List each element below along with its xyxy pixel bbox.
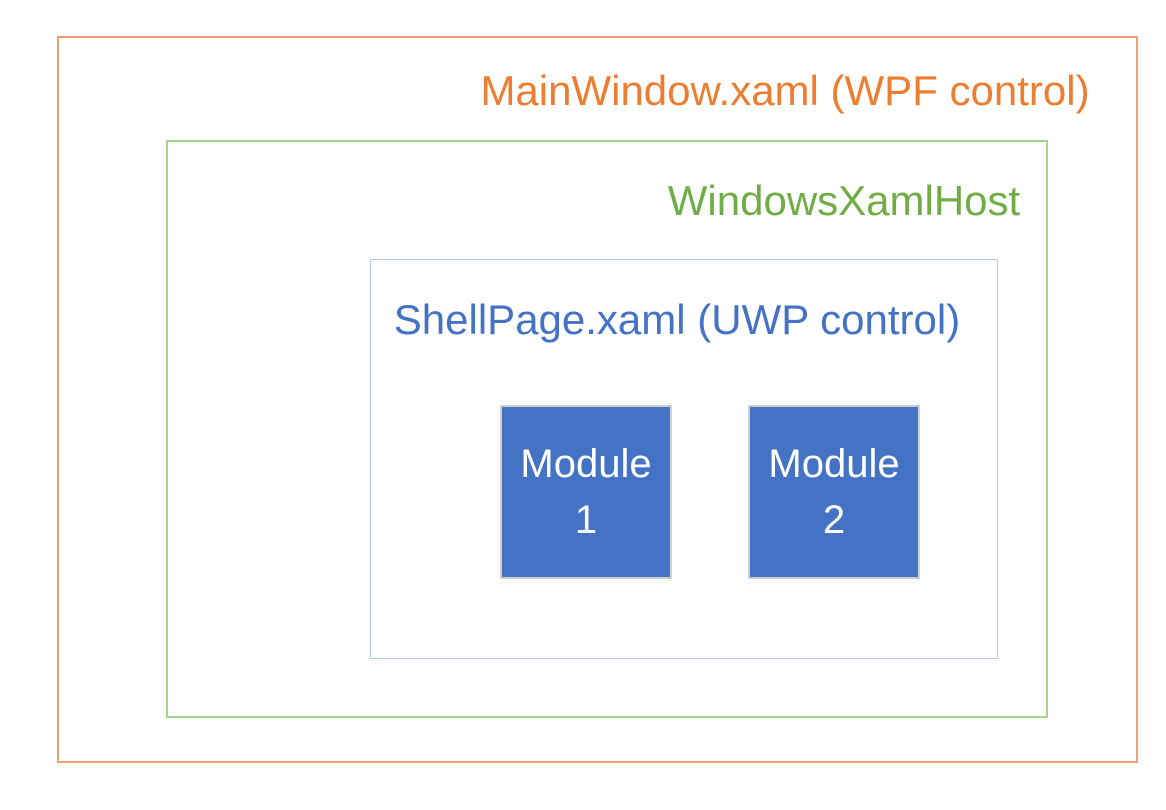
module-2-label-line2: 2	[822, 498, 846, 542]
module-2-label-line1: Module	[768, 442, 900, 486]
wpf-window-box: MainWindow.xaml (WPF control) WindowsXam…	[57, 36, 1138, 763]
module-1-label-line2: 1	[574, 498, 598, 542]
xaml-host-box: WindowsXamlHost ShellPage.xaml (UWP cont…	[166, 140, 1048, 718]
shell-page-label: ShellPage.xaml (UWP control)	[393, 296, 961, 343]
xaml-host-label: WindowsXamlHost	[667, 177, 1021, 224]
module-1-box: Module 1	[500, 405, 672, 579]
module-2-label: Module 2	[768, 436, 899, 548]
module-1-label: Module 1	[520, 436, 651, 548]
shell-page-box: ShellPage.xaml (UWP control) Module 1 Mo…	[370, 259, 998, 659]
module-1-label-line1: Module	[520, 442, 652, 486]
wpf-window-label: MainWindow.xaml (WPF control)	[480, 67, 1090, 114]
module-2-box: Module 2	[748, 405, 920, 579]
